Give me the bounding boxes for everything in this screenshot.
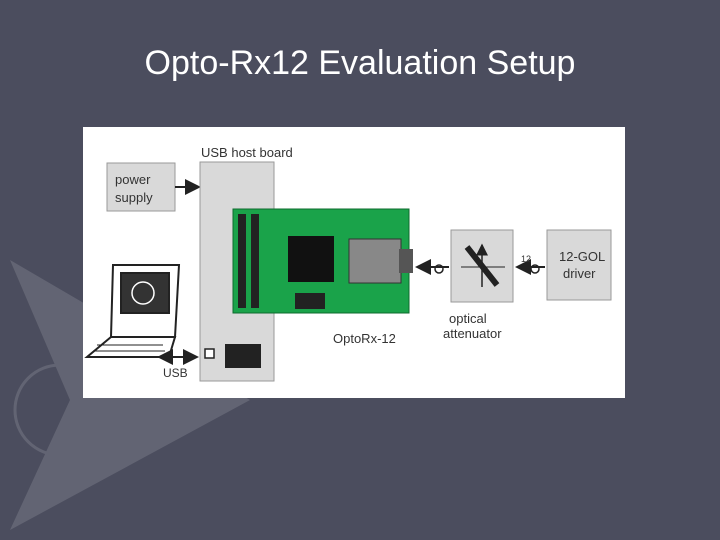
optorx-board: OptoRx-12 — [232, 208, 413, 346]
power-supply-label-1: power — [115, 172, 151, 187]
usb-controller-chip — [225, 344, 261, 368]
fpga-chip — [288, 236, 334, 282]
power-supply-box: power supply — [106, 162, 176, 212]
attenuator-label-1: optical — [449, 311, 487, 326]
usb-host-board-label: USB host board — [201, 145, 293, 160]
usb-label: USB — [163, 366, 188, 380]
setup-diagram: power supply USB host board USB — [83, 127, 625, 398]
optical-receiver-module — [348, 238, 402, 284]
power-supply-label-2: supply — [115, 190, 153, 205]
slide-title: Opto-Rx12 Evaluation Setup — [144, 44, 576, 82]
fiber-count-label: 12 — [521, 254, 531, 264]
gol-driver-box: 12-GOL driver — [546, 229, 612, 301]
optical-attenuator: optical attenuator — [443, 229, 514, 341]
driver-label-2: driver — [563, 266, 596, 281]
driver-label-1: 12-GOL — [559, 249, 605, 264]
attenuator-label-2: attenuator — [443, 326, 502, 341]
small-chip — [295, 293, 325, 309]
laptop-icon — [84, 264, 181, 358]
usb-connector — [204, 348, 215, 359]
optorx-label: OptoRx-12 — [333, 331, 396, 346]
